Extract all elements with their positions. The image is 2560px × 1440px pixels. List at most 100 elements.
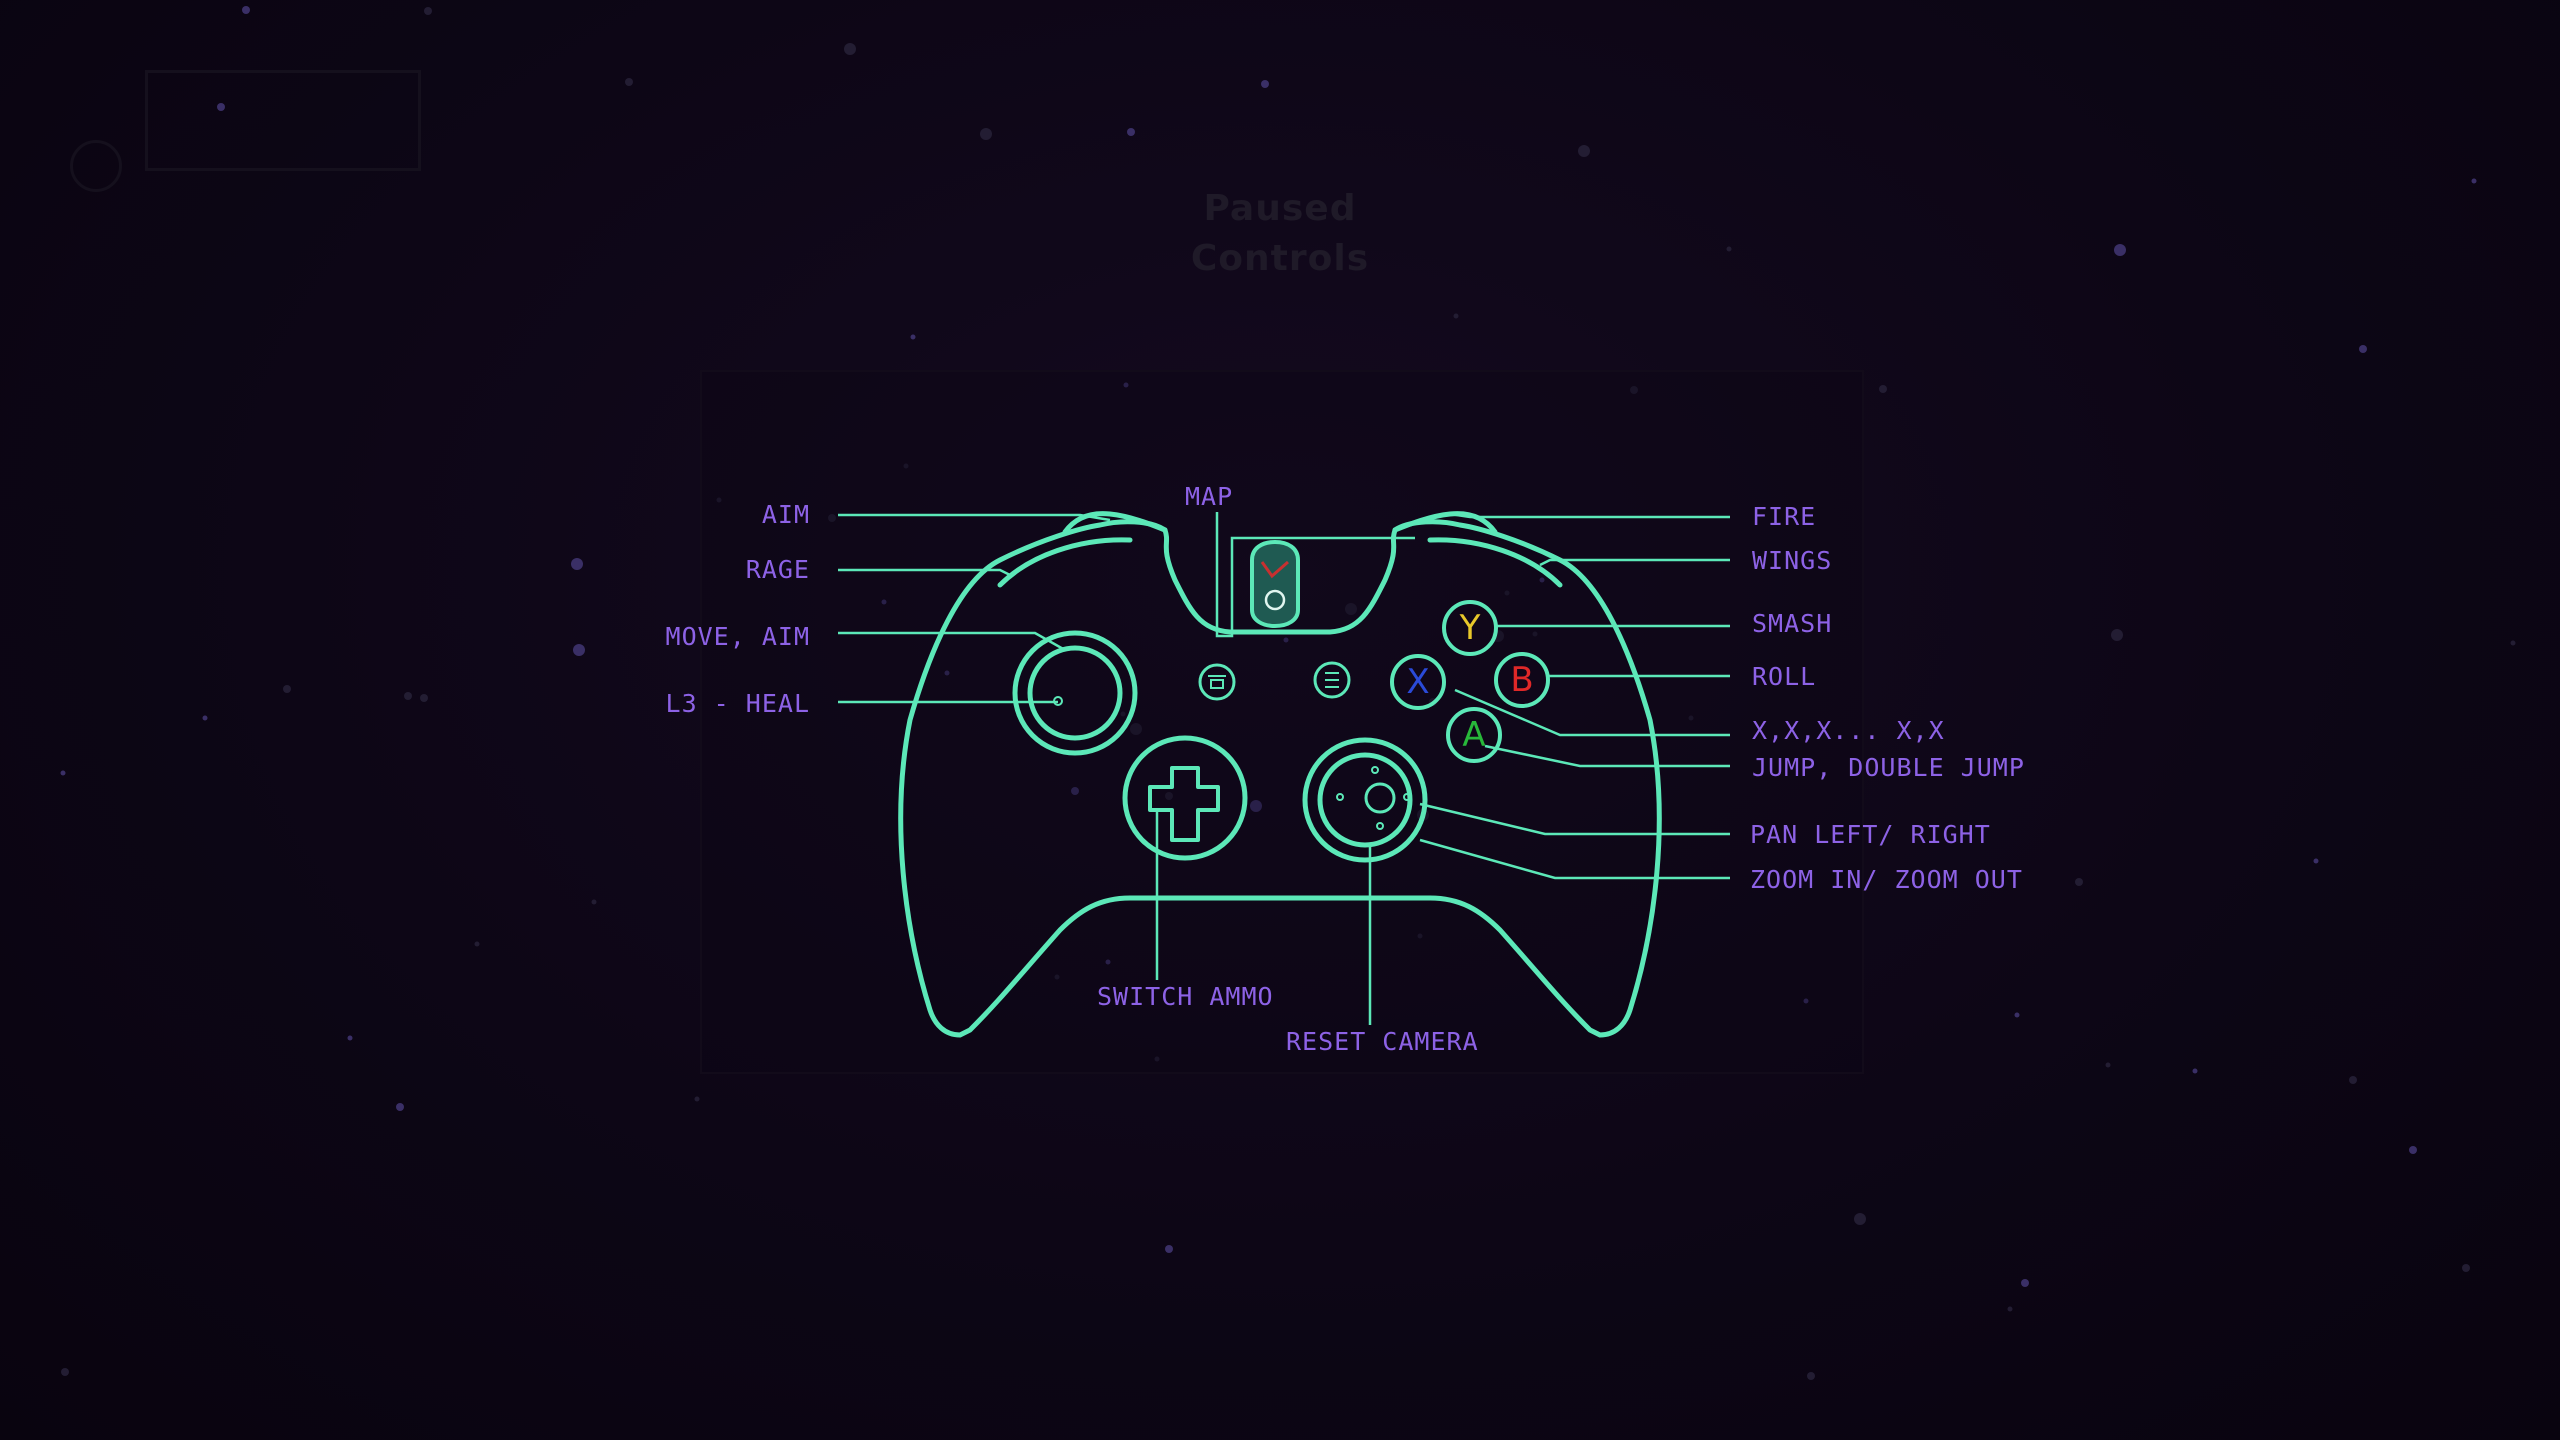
label-aim: AIM bbox=[761, 500, 810, 529]
star bbox=[1807, 1372, 1815, 1380]
star bbox=[944, 670, 950, 676]
label-pan: PAN LEFT/ RIGHT bbox=[1750, 820, 1991, 849]
star bbox=[1261, 80, 1269, 88]
label-rage: RAGE bbox=[745, 555, 810, 584]
right-stick-cap bbox=[1364, 782, 1396, 814]
a-button: A bbox=[1462, 715, 1486, 755]
star bbox=[424, 7, 432, 15]
left-stick-inner bbox=[1027, 645, 1123, 741]
star bbox=[2192, 1068, 2198, 1074]
star bbox=[1105, 959, 1111, 965]
star bbox=[1417, 933, 1423, 939]
star bbox=[2510, 640, 2516, 646]
star bbox=[2021, 1279, 2029, 1287]
star bbox=[1071, 787, 1079, 795]
label-roll: ROLL bbox=[1752, 662, 1817, 691]
controls-subtitle: Controls bbox=[1190, 238, 1370, 279]
star bbox=[910, 334, 916, 340]
star bbox=[1250, 800, 1262, 812]
label-combo: X,X,X... X,X bbox=[1752, 716, 1945, 745]
right-stick-outer bbox=[1302, 737, 1428, 863]
right-stick-dot-right bbox=[1403, 793, 1411, 801]
star bbox=[1879, 385, 1887, 393]
star bbox=[1453, 313, 1459, 319]
dpad-ring bbox=[1122, 735, 1248, 861]
label-move-aim: MOVE, AIM bbox=[665, 622, 810, 651]
controls-panel bbox=[700, 370, 1864, 1074]
star bbox=[1283, 637, 1289, 643]
right-stick-dot-left bbox=[1336, 793, 1344, 801]
star bbox=[2359, 345, 2367, 353]
left-trigger bbox=[1062, 511, 1168, 535]
view-button bbox=[1198, 663, 1236, 701]
star bbox=[420, 694, 428, 702]
star bbox=[1539, 577, 1545, 583]
star bbox=[2313, 858, 2319, 864]
faded-top-bar bbox=[145, 70, 421, 171]
pause-title: Paused bbox=[1203, 188, 1357, 229]
star bbox=[1120, 711, 1126, 717]
star bbox=[1165, 1245, 1173, 1253]
star bbox=[1154, 1056, 1160, 1062]
star bbox=[1130, 723, 1142, 735]
star bbox=[1726, 246, 1732, 252]
star bbox=[404, 692, 412, 700]
star bbox=[2105, 1062, 2111, 1068]
left-stick-outer bbox=[1012, 630, 1138, 756]
star bbox=[2409, 1146, 2417, 1154]
star bbox=[202, 715, 208, 721]
star bbox=[1854, 1213, 1866, 1225]
label-switch-ammo: SWITCH AMMO bbox=[1097, 982, 1274, 1011]
y-button: Y bbox=[1459, 608, 1481, 648]
label-zoom: ZOOM IN/ ZOOM OUT bbox=[1750, 865, 2023, 894]
right-bumper-line bbox=[1427, 537, 1563, 588]
b-button: B bbox=[1510, 660, 1534, 700]
leader-lines bbox=[838, 512, 1730, 1025]
star bbox=[1688, 715, 1694, 721]
star bbox=[694, 1096, 700, 1102]
faded-settings-icon bbox=[70, 140, 122, 192]
label-wings: WINGS bbox=[1752, 546, 1833, 575]
label-l3-heal: L3 - HEAL bbox=[665, 689, 810, 718]
star bbox=[844, 43, 856, 55]
star bbox=[1504, 590, 1510, 596]
star bbox=[1165, 792, 1173, 800]
left-bumper-line bbox=[997, 537, 1133, 588]
star bbox=[1054, 974, 1060, 980]
x-button-ring bbox=[1390, 654, 1446, 710]
star bbox=[1532, 631, 1538, 637]
star bbox=[347, 1035, 353, 1041]
star bbox=[1345, 603, 1357, 615]
star bbox=[2014, 1012, 2020, 1018]
star bbox=[2114, 244, 2126, 256]
a-button-ring bbox=[1446, 707, 1502, 763]
star bbox=[60, 770, 66, 776]
star bbox=[474, 941, 480, 947]
star bbox=[2007, 1306, 2013, 1312]
star bbox=[571, 558, 583, 570]
right-stick-dot-top bbox=[1371, 766, 1379, 774]
star bbox=[1127, 128, 1135, 136]
star bbox=[1630, 386, 1638, 394]
star bbox=[61, 1368, 69, 1376]
star bbox=[2471, 178, 2477, 184]
controller-outline bbox=[898, 519, 1662, 1038]
star bbox=[828, 514, 836, 522]
label-map: MAP bbox=[1185, 482, 1234, 511]
label-fire: FIRE bbox=[1752, 502, 1817, 531]
menu-button bbox=[1313, 661, 1351, 699]
view-glyph-box bbox=[1210, 679, 1224, 689]
star bbox=[1803, 998, 1809, 1004]
right-stick-dot-bottom bbox=[1376, 822, 1384, 830]
star bbox=[2111, 629, 2123, 641]
label-reset-camera: RESET CAMERA bbox=[1286, 1027, 1479, 1056]
star bbox=[1123, 382, 1129, 388]
label-jump: JUMP, DOUBLE JUMP bbox=[1752, 753, 2025, 782]
star bbox=[1578, 145, 1590, 157]
star bbox=[716, 497, 722, 503]
star bbox=[881, 599, 887, 605]
star bbox=[2349, 1076, 2357, 1084]
star bbox=[591, 899, 597, 905]
